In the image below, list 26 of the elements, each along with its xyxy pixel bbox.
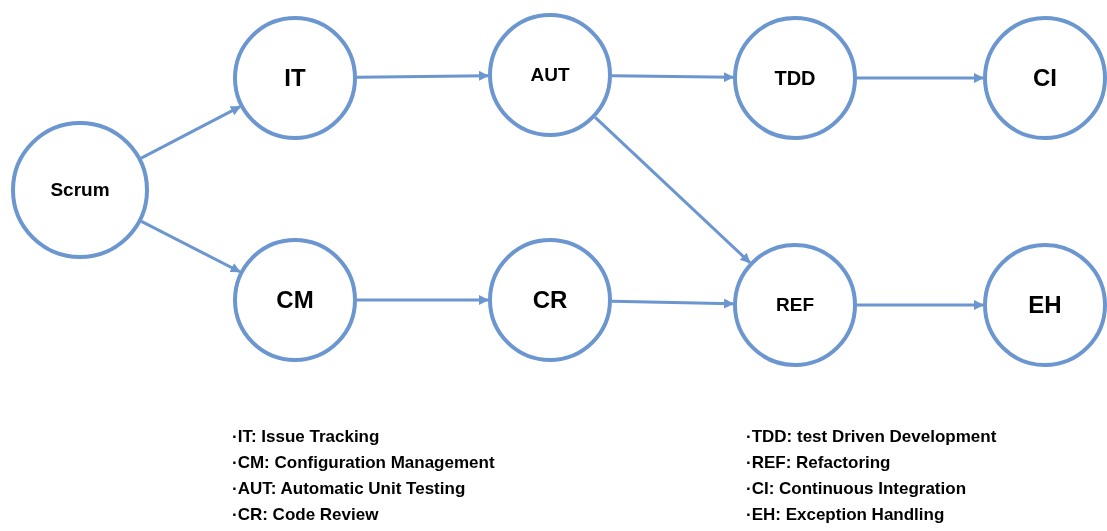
- abbreviation-note: ·REF: Refactoring: [746, 453, 891, 473]
- arrow: [594, 116, 751, 264]
- arrow: [611, 72, 734, 83]
- arrow: [611, 298, 734, 309]
- abbreviation-note: ·TDD: test Driven Development: [746, 427, 997, 447]
- node-label: CR: [532, 286, 568, 314]
- node-label: Scrum: [50, 179, 110, 201]
- node-label: IT: [284, 64, 306, 92]
- arrow: [357, 70, 489, 81]
- abbreviation-note: ·EH: Exception Handling: [746, 505, 945, 525]
- node-label: EH: [1028, 291, 1062, 319]
- abbreviation-note: ·AUT: Automatic Unit Testing: [232, 479, 466, 499]
- arrow: [140, 105, 241, 160]
- arrow: [857, 300, 984, 310]
- arrow: [140, 220, 241, 274]
- arrow: [857, 73, 984, 83]
- abbreviation-note: ·IT: Issue Tracking: [232, 427, 380, 447]
- node-label: AUT: [530, 64, 570, 86]
- node-label: CM: [276, 286, 314, 314]
- abbreviation-note: ·CI: Continuous Integration: [746, 479, 967, 499]
- node-label: CI: [1033, 64, 1057, 92]
- node-label: REF: [776, 294, 814, 316]
- arrow: [357, 295, 489, 305]
- node-label: TDD: [774, 66, 816, 90]
- abbreviation-note: ·CR: Code Review: [232, 505, 379, 525]
- abbreviation-note: ·CM: Configuration Management: [232, 453, 495, 473]
